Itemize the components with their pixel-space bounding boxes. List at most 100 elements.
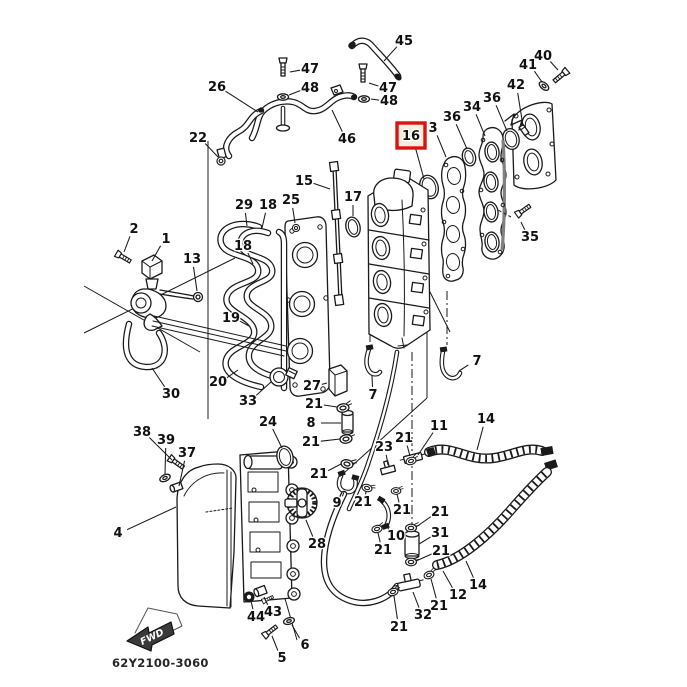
callout-number[interactable]: 24 bbox=[258, 414, 279, 432]
callout-number[interactable]: 22 bbox=[188, 130, 209, 148]
callout-46[interactable]: 46 bbox=[331, 109, 358, 149]
callout-number[interactable]: 38 bbox=[132, 424, 153, 442]
callout-37[interactable]: 37 bbox=[177, 445, 198, 487]
callout-36[interactable]: 36 bbox=[482, 90, 508, 132]
callout-29[interactable]: 29 bbox=[234, 197, 255, 227]
callout-38[interactable]: 38 bbox=[132, 424, 173, 461]
callout-9[interactable]: 9 bbox=[331, 491, 345, 513]
callout-number[interactable]: 1 bbox=[160, 231, 172, 249]
callout-number[interactable]: 36 bbox=[442, 109, 463, 127]
callout-21[interactable]: 21 bbox=[304, 396, 338, 413]
callout-number[interactable]: 39 bbox=[156, 432, 177, 450]
callout-number[interactable]: 6 bbox=[299, 637, 311, 655]
callout-number[interactable]: 9 bbox=[331, 495, 343, 513]
callout-10[interactable]: 10 bbox=[386, 528, 407, 546]
callout-47[interactable]: 47 bbox=[289, 61, 320, 78]
callout-48[interactable]: 48 bbox=[288, 80, 321, 98]
callout-30[interactable]: 30 bbox=[151, 367, 181, 403]
callout-number[interactable]: 37 bbox=[177, 445, 198, 463]
callout-number[interactable]: 21 bbox=[394, 430, 415, 448]
callout-number[interactable]: 16 bbox=[401, 128, 422, 146]
callout-19[interactable]: 19 bbox=[221, 310, 250, 328]
callout-14[interactable]: 14 bbox=[476, 411, 497, 451]
callout-number[interactable]: 2 bbox=[128, 221, 140, 239]
callout-2[interactable]: 2 bbox=[123, 221, 140, 253]
callout-45[interactable]: 45 bbox=[383, 33, 415, 62]
callout-35[interactable]: 35 bbox=[520, 221, 541, 247]
callout-number[interactable]: 26 bbox=[207, 79, 228, 97]
callout-11[interactable]: 11 bbox=[417, 418, 450, 456]
callout-number[interactable]: 28 bbox=[307, 536, 328, 554]
callout-number[interactable]: 18 bbox=[233, 238, 254, 256]
callout-number[interactable]: 5 bbox=[276, 650, 288, 668]
callout-number[interactable]: 21 bbox=[309, 466, 330, 484]
callout-22[interactable]: 22 bbox=[188, 130, 219, 158]
callout-number[interactable]: 10 bbox=[386, 528, 407, 546]
callout-number[interactable]: 7 bbox=[367, 387, 379, 405]
callout-43[interactable]: 43 bbox=[263, 596, 284, 622]
callout-39[interactable]: 39 bbox=[156, 432, 177, 475]
callout-number[interactable]: 13 bbox=[182, 251, 203, 269]
callout-number[interactable]: 31 bbox=[430, 525, 451, 543]
callout-number[interactable]: 8 bbox=[305, 415, 317, 433]
callout-5[interactable]: 5 bbox=[271, 635, 288, 668]
callout-8[interactable]: 8 bbox=[305, 415, 341, 433]
callout-number[interactable]: 45 bbox=[394, 33, 415, 51]
callout-28[interactable]: 28 bbox=[305, 519, 328, 554]
callout-number[interactable]: 4 bbox=[112, 525, 124, 543]
callout-21[interactable]: 21 bbox=[394, 430, 415, 457]
callout-21[interactable]: 21 bbox=[429, 578, 450, 616]
callout-number[interactable]: 40 bbox=[533, 48, 554, 66]
callout-48[interactable]: 48 bbox=[370, 93, 399, 110]
callout-number[interactable]: 32 bbox=[413, 607, 434, 625]
callout-21[interactable]: 21 bbox=[301, 434, 341, 451]
callout-number[interactable]: 36 bbox=[482, 90, 503, 108]
callout-number[interactable]: 21 bbox=[431, 543, 452, 561]
callout-21[interactable]: 21 bbox=[392, 493, 413, 520]
callout-20[interactable]: 20 bbox=[208, 369, 239, 392]
callout-number[interactable]: 19 bbox=[221, 310, 242, 328]
callout-15[interactable]: 15 bbox=[294, 173, 331, 191]
callout-number[interactable]: 43 bbox=[263, 604, 284, 622]
callout-number[interactable]: 48 bbox=[300, 80, 321, 98]
callout-3[interactable]: 3 bbox=[427, 120, 447, 158]
callout-26[interactable]: 26 bbox=[207, 79, 259, 113]
callout-27[interactable]: 27 bbox=[302, 378, 328, 395]
callout-number[interactable]: 21 bbox=[429, 598, 450, 616]
callout-number[interactable]: 47 bbox=[378, 80, 399, 98]
callout-number[interactable]: 23 bbox=[374, 439, 395, 457]
callout-number[interactable]: 18 bbox=[258, 197, 279, 215]
callout-21[interactable]: 21 bbox=[415, 504, 451, 528]
callout-25[interactable]: 25 bbox=[281, 192, 301, 224]
callout-number[interactable]: 29 bbox=[234, 197, 255, 215]
callout-number[interactable]: 46 bbox=[337, 131, 358, 149]
callout-44[interactable]: 44 bbox=[246, 600, 266, 626]
callout-34[interactable]: 34 bbox=[462, 99, 486, 137]
callout-number[interactable]: 3 bbox=[427, 120, 439, 138]
callout-47[interactable]: 47 bbox=[368, 80, 399, 98]
highlight-box[interactable] bbox=[395, 121, 427, 150]
callout-number[interactable]: 21 bbox=[353, 494, 374, 512]
callout-36[interactable]: 36 bbox=[442, 109, 468, 150]
callout-41[interactable]: 41 bbox=[518, 57, 543, 83]
callout-13[interactable]: 13 bbox=[182, 251, 203, 292]
callout-40[interactable]: 40 bbox=[533, 48, 559, 71]
callout-number[interactable]: 14 bbox=[476, 411, 497, 429]
callout-number[interactable]: 7 bbox=[471, 353, 483, 371]
callout-31[interactable]: 31 bbox=[418, 525, 451, 545]
callout-1[interactable]: 1 bbox=[151, 231, 172, 262]
callout-number[interactable]: 21 bbox=[430, 504, 451, 522]
callout-number[interactable]: 14 bbox=[468, 577, 489, 595]
callout-number[interactable]: 11 bbox=[429, 418, 450, 436]
callout-number[interactable]: 17 bbox=[343, 189, 364, 207]
callout-number[interactable]: 20 bbox=[208, 374, 229, 392]
callout-number[interactable]: 33 bbox=[238, 393, 259, 411]
callout-33[interactable]: 33 bbox=[238, 381, 272, 411]
callout-23[interactable]: 23 bbox=[374, 439, 395, 466]
callout-21[interactable]: 21 bbox=[373, 532, 393, 559]
callout-number[interactable]: 21 bbox=[392, 502, 413, 520]
callout-number[interactable]: 35 bbox=[520, 229, 541, 247]
callout-21[interactable]: 21 bbox=[353, 490, 374, 512]
callout-14[interactable]: 14 bbox=[465, 560, 489, 595]
callout-number[interactable]: 15 bbox=[294, 173, 315, 191]
